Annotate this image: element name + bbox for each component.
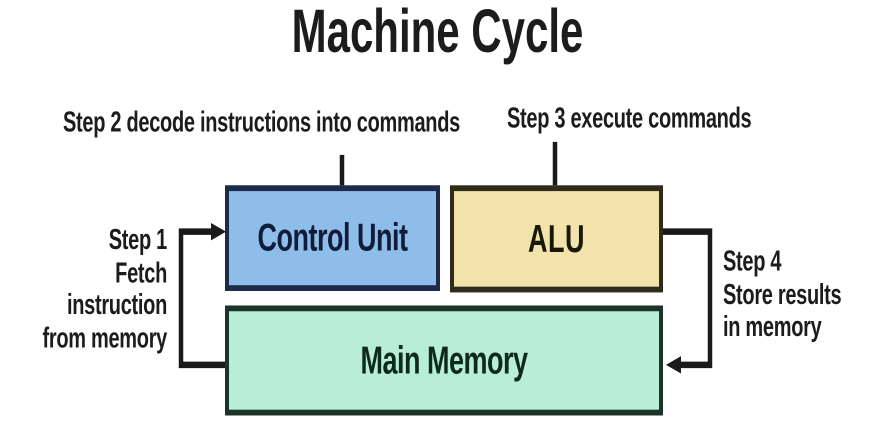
- main-memory-label: Main Memory: [360, 338, 528, 382]
- step4-annotation: Step 4 Store results in memory: [723, 246, 842, 344]
- step4-arrowhead: [666, 356, 681, 374]
- alu-label: ALU: [528, 216, 585, 260]
- step1-arrow-line: [178, 228, 227, 369]
- step4-arrow-line: [661, 228, 713, 369]
- alu-box: ALU: [450, 185, 663, 293]
- step2-annotation: Step 2 decode instructions into commands: [63, 107, 460, 139]
- step1-arrowhead: [211, 222, 226, 241]
- control-unit-box: Control Unit: [225, 185, 440, 291]
- control-unit-label: Control Unit: [257, 215, 408, 260]
- main-memory-box: Main Memory: [225, 305, 663, 416]
- diagram-title: Machine Cycle: [291, 0, 584, 66]
- step1-annotation: Step 1 Fetch instruction from memory: [42, 224, 167, 354]
- step3-annotation: Step 3 execute commands: [507, 102, 752, 135]
